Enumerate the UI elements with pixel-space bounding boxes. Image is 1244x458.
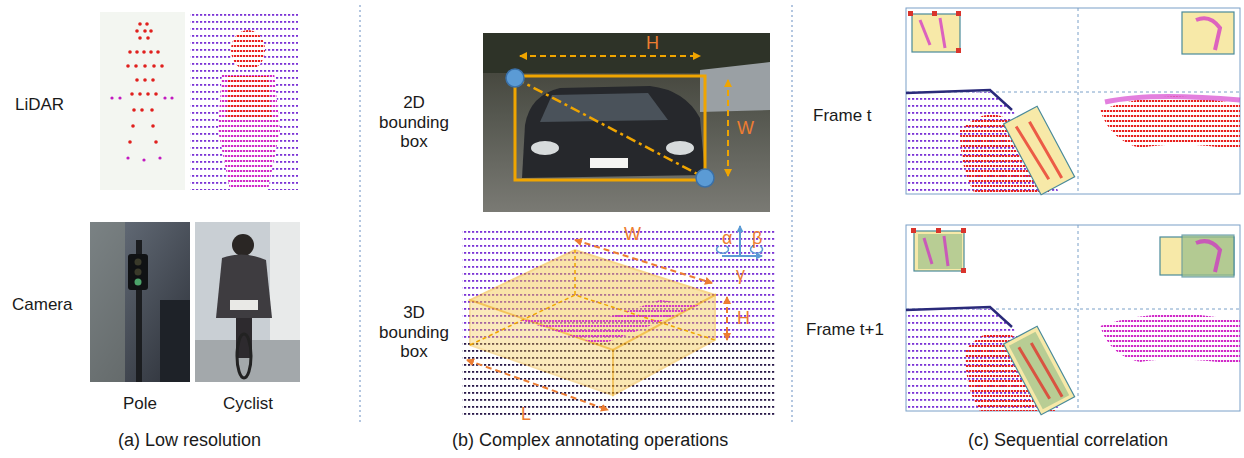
panel-caption: (c) Sequential correlation <box>968 430 1168 451</box>
dimension-label: H <box>646 33 659 54</box>
text-label: Pole <box>123 394 157 414</box>
text-label: LiDAR <box>15 95 64 115</box>
dimension-label: β <box>752 228 762 249</box>
dimension-label: W <box>624 224 641 245</box>
dimension-label: L <box>521 404 531 425</box>
text-label: Frame t <box>813 106 872 126</box>
text-label: 3D bounding box <box>375 303 453 362</box>
dimension-label: α <box>722 228 732 249</box>
text-label: Camera <box>12 295 72 315</box>
text-label: Cyclist <box>223 394 273 414</box>
dimension-label: W <box>737 118 754 139</box>
dimension-label: γ <box>736 264 745 285</box>
panel-caption: (b) Complex annotating operations <box>452 430 728 451</box>
panel-caption: (a) Low resolution <box>118 430 261 451</box>
text-label: Frame t+1 <box>806 320 884 340</box>
text-label: 2D bounding box <box>375 93 453 152</box>
dimension-label: H <box>737 308 750 329</box>
